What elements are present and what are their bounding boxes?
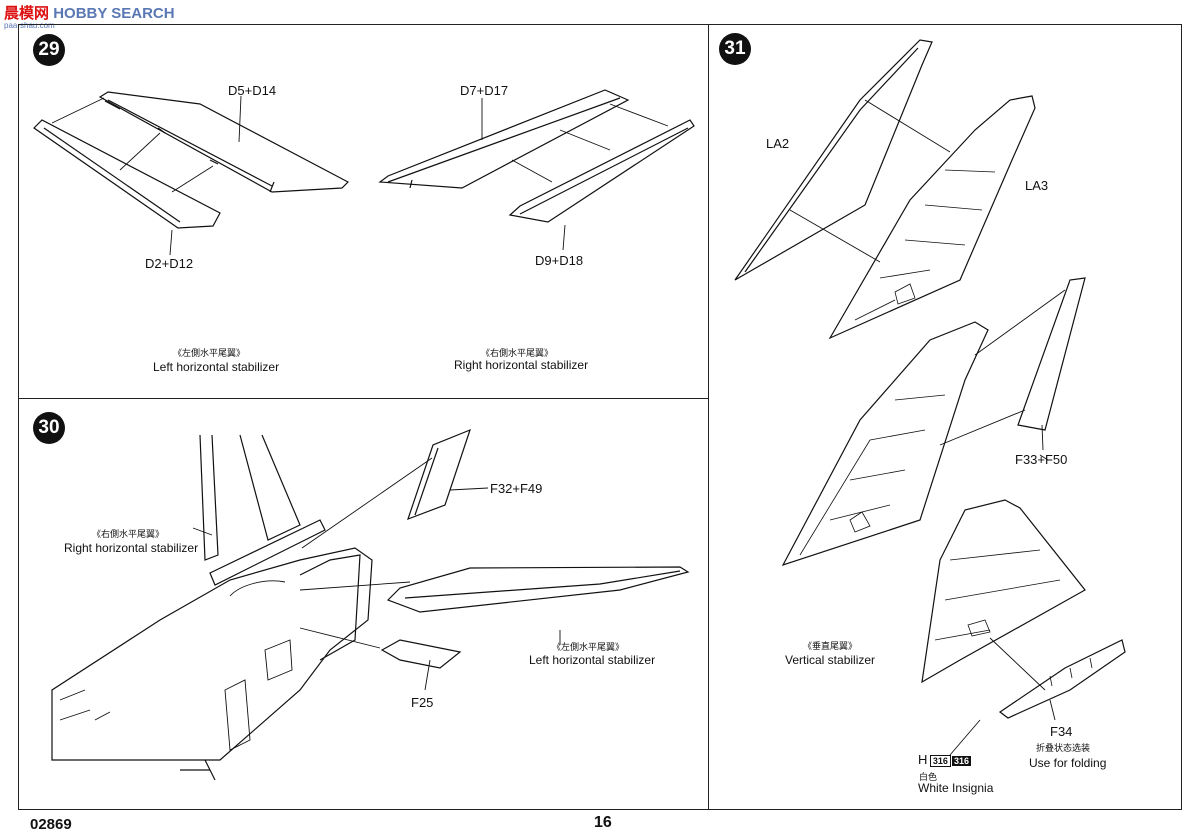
right-stabilizer-caption: Right horizontal stabilizer: [454, 358, 589, 372]
right-stabilizer-caption-30: Right horizontal stabilizer: [64, 541, 199, 555]
step29-left-stabilizer-drawing: [33, 91, 349, 256]
decal-code-filled: 316: [951, 756, 971, 766]
panel-frame-step-31: [708, 24, 1182, 810]
part-label-la2: LA2: [766, 136, 790, 151]
part-label-d5-d14: D5+D14: [228, 83, 277, 98]
right-stabilizer-caption-cn: 《右側水平尾翼》: [481, 348, 554, 358]
step-number-badge-29: 29: [33, 34, 65, 66]
decal-code-outline: 316: [929, 755, 951, 767]
step29-right-stabilizer-drawing: [378, 89, 695, 251]
part-label-f34: F34: [1050, 724, 1073, 739]
right-stabilizer-caption-cn-30: 《右側水平尾翼》: [92, 529, 165, 539]
step30-fuselage-drawing: [51, 428, 690, 781]
watermark-logo: 晨模网: [4, 5, 50, 22]
left-stabilizer-caption: Left horizontal stabilizer: [153, 360, 280, 374]
product-code: 02869: [30, 816, 72, 833]
part-label-d2-d12: D2+D12: [145, 256, 194, 271]
part-label-f32-f49: F32+F49: [490, 481, 543, 496]
insignia-color-caption: White Insignia: [918, 781, 994, 795]
watermark-site: paa-shau.com: [4, 21, 55, 30]
left-stabilizer-caption-cn-30: 《左側水平尾翼》: [552, 642, 625, 652]
part-label-f33-f50: F33+F50: [1015, 452, 1068, 467]
step-number-badge-31: 31: [719, 33, 751, 65]
folding-option-caption-cn: 折叠状态选装: [1036, 743, 1091, 753]
watermark: 晨模网 HOBBY SEARCH paa-shau.com: [4, 2, 175, 30]
watermark-brand: HOBBY SEARCH: [53, 5, 175, 22]
part-label-d7-d17: D7+D17: [460, 83, 509, 98]
step31-vertical-stabilizer-drawing: [734, 39, 1126, 756]
insignia-color-cn: 白色: [919, 772, 938, 782]
part-label-d9-d18: D9+D18: [535, 253, 584, 268]
folding-option-caption: Use for folding: [1029, 756, 1107, 770]
page-number: 16: [594, 814, 612, 831]
left-stabilizer-caption-30: Left horizontal stabilizer: [529, 653, 656, 667]
step-number-badge-30: 30: [33, 412, 65, 444]
part-label-f25: F25: [411, 695, 434, 710]
vertical-stabilizer-caption: Vertical stabilizer: [785, 653, 876, 667]
left-stabilizer-caption-cn: 《左側水平尾翼》: [173, 348, 246, 358]
decal-sheet-letter: H: [918, 752, 928, 767]
vertical-stabilizer-caption-cn: 《垂直尾翼》: [803, 641, 858, 651]
part-label-la3: LA3: [1025, 178, 1049, 193]
